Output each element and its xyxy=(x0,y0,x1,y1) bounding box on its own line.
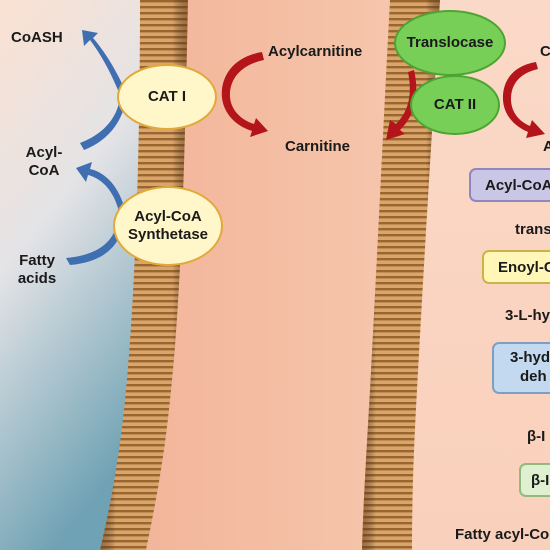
red-arrows xyxy=(221,52,545,140)
fatty-acids-label: Fatty acids xyxy=(12,252,62,288)
translocase-enzyme: Translocase xyxy=(394,10,506,76)
acyl-coa-synthetase-enzyme: Acyl-CoA Synthetase xyxy=(113,186,223,266)
matrix-mid-fragment: A xyxy=(543,138,550,155)
acyl-coa-line1: Acyl- xyxy=(25,144,63,161)
synthetase-line1: Acyl-CoA xyxy=(134,208,202,225)
fatty-acids-line1: Fatty xyxy=(19,252,55,269)
hydroxy-box-line1: 3-hyd xyxy=(510,349,550,366)
cat1-enzyme: CAT I xyxy=(117,64,217,130)
matrix-top-fragment: C xyxy=(540,43,550,60)
enoyl-box: Enoyl-C xyxy=(482,250,550,284)
hydroxy-dehydrogenase-box: 3-hyd deh xyxy=(492,342,550,394)
cat2-label: CAT II xyxy=(433,96,477,113)
fatty-acyl-label: Fatty acyl-Co xyxy=(455,526,550,543)
synthetase-line2: Synthetase xyxy=(127,226,209,243)
trans-label: trans xyxy=(515,221,550,238)
cat1-label: CAT I xyxy=(147,88,187,105)
carnitine-label: Carnitine xyxy=(285,138,351,155)
hydroxy-box-line2: deh xyxy=(520,368,547,385)
coash-label: CoASH xyxy=(11,29,63,46)
translocase-label: Translocase xyxy=(406,34,494,51)
acyl-coa-line2: CoA xyxy=(28,162,60,179)
acyl-coa-label: Acyl- CoA xyxy=(20,144,68,180)
l-hydroxy-label: 3-L-hy xyxy=(505,307,550,324)
acyl-coa-box: Acyl-CoA xyxy=(469,168,550,202)
beta-label: β-I xyxy=(527,428,546,445)
beta-box: β-I xyxy=(519,463,550,497)
fatty-acids-line2: acids xyxy=(17,270,57,287)
acylcarnitine-label: Acylcarnitine xyxy=(268,43,363,60)
cat2-enzyme: CAT II xyxy=(410,75,500,135)
